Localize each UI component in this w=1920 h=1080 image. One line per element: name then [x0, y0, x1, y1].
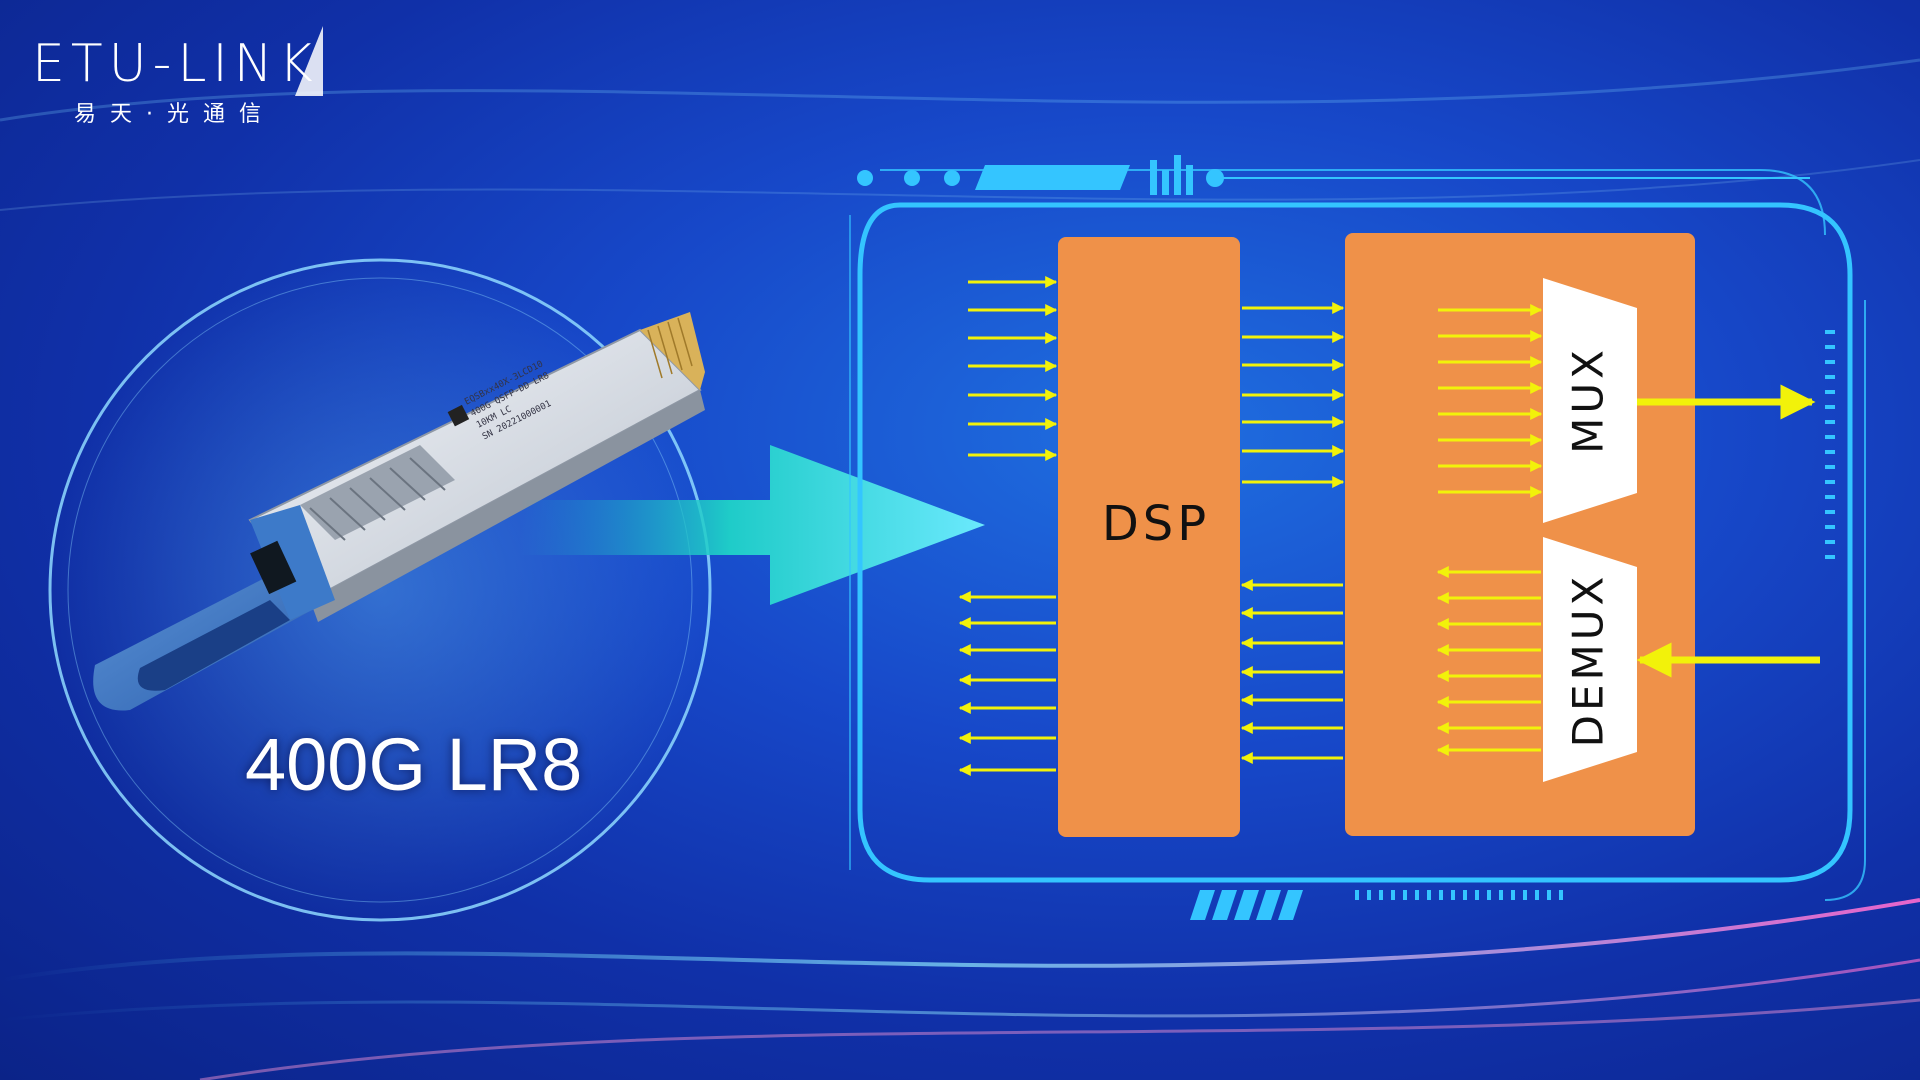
mux-trapezoid [1543, 278, 1637, 523]
demux-label: DEMUX [1564, 573, 1613, 748]
product-label: 400G LR8 [245, 723, 583, 806]
k-logo-icon [295, 26, 323, 96]
demux-trapezoid [1543, 537, 1637, 782]
brand-logo: ETU-LINK [32, 34, 319, 94]
hud-frame [849, 169, 1866, 901]
qsfp-dd-module-image: EQSBxx40X-3LCD10 400G QSFP-DD LR8 10KM L… [93, 312, 705, 711]
dsp-label: DSP [1102, 496, 1210, 552]
dsp-block [1058, 237, 1240, 837]
dsp-input-arrows [968, 276, 1058, 461]
hud-decorations [857, 155, 1835, 920]
big-flow-arrow [520, 445, 985, 605]
mux-demux-block [1345, 233, 1695, 836]
brand-subtitle: 易天·光通信 [74, 102, 275, 127]
mux-label: MUX [1564, 346, 1613, 454]
mux-input-arrows [1438, 304, 1543, 498]
demux-output-arrows [1436, 566, 1541, 756]
qr-code-icon [447, 404, 470, 427]
light-streaks [0, 58, 1920, 1080]
demux-to-dsp-arrows [1240, 579, 1343, 764]
dsp-output-arrows [958, 591, 1056, 776]
dsp-to-mux-arrows [1242, 302, 1345, 488]
